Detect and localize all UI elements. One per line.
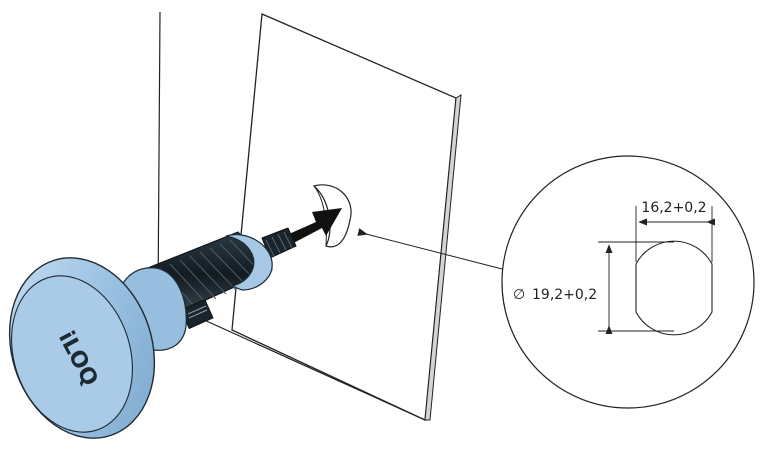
insertion-arrow: [280, 208, 342, 248]
wall-corner-line: [157, 11, 161, 301]
detail-view: 16,2+0,2 ∅ 19,2+0,2: [501, 155, 755, 409]
detail-circle: [501, 155, 755, 409]
knob-face: [11, 275, 133, 433]
width-dimension-label: 16,2+0,2: [641, 200, 706, 216]
diameter-symbol: ∅: [513, 287, 525, 303]
lock-cylinder: iLOQ: [8, 227, 297, 439]
diameter-dimension: ∅ 19,2+0,2: [513, 241, 674, 335]
knob-cap: iLOQ: [8, 257, 156, 439]
hole-profile: [635, 240, 713, 336]
leader-arrow: [357, 228, 507, 271]
door-panel-edge: [424, 94, 462, 421]
diameter-dimension-label: 19,2+0,2: [532, 287, 597, 303]
hole-inner-edge: [313, 185, 327, 247]
collar: [225, 234, 273, 291]
neck: [117, 267, 187, 351]
width-dimension: 16,2+0,2: [635, 200, 716, 262]
insertion-arrow-shape: [280, 208, 342, 248]
